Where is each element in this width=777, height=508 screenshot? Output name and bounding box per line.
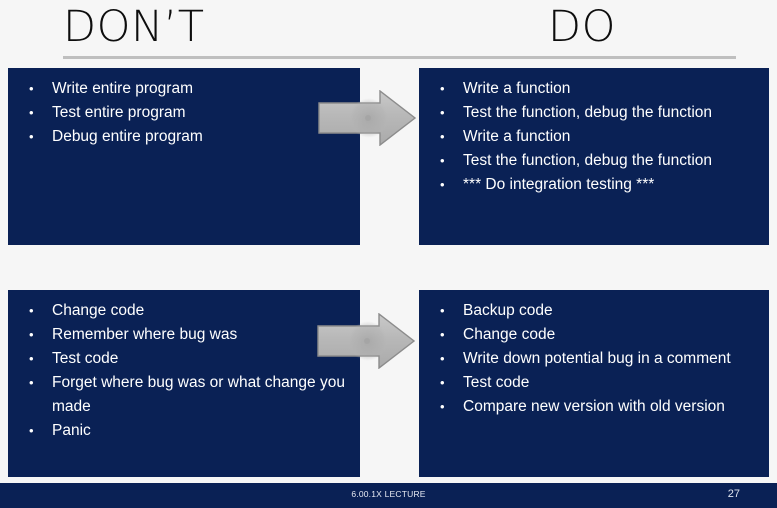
panel-dont-top: Write entire program Test entire program… <box>8 68 360 245</box>
list-item: *** Do integration testing *** <box>431 173 759 197</box>
list-item: Write a function <box>431 125 759 149</box>
list-item: Compare new version with old version <box>431 395 759 419</box>
arrow-right-icon <box>317 312 416 370</box>
list-item: Test code <box>431 371 759 395</box>
list-item: Test code <box>20 347 350 371</box>
heading-do: DO <box>548 2 616 52</box>
list-item: Write down potential bug in a comment <box>431 347 759 371</box>
list-item: Remember where bug was <box>20 323 350 347</box>
list-item: Panic <box>20 419 350 443</box>
panel-dont-bottom: Change code Remember where bug was Test … <box>8 290 360 477</box>
panel-do-bottom: Backup code Change code Write down poten… <box>419 290 769 477</box>
arrow-right-icon <box>318 89 417 147</box>
list-item: Write entire program <box>20 77 350 101</box>
bullet-list-dont-top: Write entire program Test entire program… <box>20 77 350 149</box>
slide-footer: 6.00.1X LECTURE 27 <box>0 483 777 508</box>
panel-do-top: Write a function Test the function, debu… <box>419 68 769 245</box>
bullet-list-dont-bottom: Change code Remember where bug was Test … <box>20 299 350 443</box>
heading-dont: DON’T <box>63 2 205 52</box>
list-item: Write a function <box>431 77 759 101</box>
list-item: Change code <box>20 299 350 323</box>
list-item: Forget where bug was or what change you … <box>20 371 350 419</box>
list-item: Test the function, debug the function <box>431 149 759 173</box>
title-divider-rule <box>63 56 736 59</box>
slide-page-number: 27 <box>727 488 740 500</box>
list-item: Test entire program <box>20 101 350 125</box>
bullet-list-do-bottom: Backup code Change code Write down poten… <box>431 299 759 419</box>
list-item: Backup code <box>431 299 759 323</box>
footer-course-label: 6.00.1X LECTURE <box>351 489 426 499</box>
list-item: Change code <box>431 323 759 347</box>
list-item: Debug entire program <box>20 125 350 149</box>
list-item: Test the function, debug the function <box>431 101 759 125</box>
bullet-list-do-top: Write a function Test the function, debu… <box>431 77 759 197</box>
